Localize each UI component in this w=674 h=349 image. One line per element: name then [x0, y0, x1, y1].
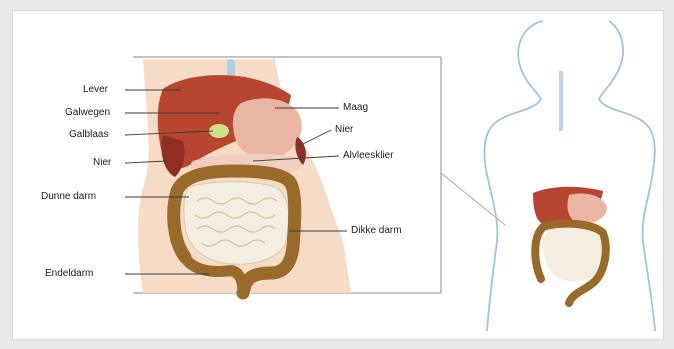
label-dunne-darm: Dunne darm [41, 191, 96, 203]
body-silhouette [484, 21, 655, 331]
label-galblaas: Galblaas [69, 129, 108, 141]
label-endeldarm: Endeldarm [45, 268, 93, 280]
label-dikke-darm: Dikke darm [351, 225, 402, 237]
label-nier-left: Nier [93, 157, 111, 169]
diagram-frame: Lever Galwegen Galblaas Nier Dunne darm … [12, 10, 664, 340]
label-nier-right: Nier [335, 124, 353, 136]
label-galwegen: Galwegen [65, 107, 110, 119]
digestive-system-illustration [13, 11, 663, 339]
label-lever: Lever [83, 84, 108, 96]
label-alvleesklier: Alvleesklier [343, 150, 394, 162]
label-maag: Maag [343, 102, 368, 114]
small-intestine [184, 182, 289, 264]
small-organs [533, 187, 607, 303]
